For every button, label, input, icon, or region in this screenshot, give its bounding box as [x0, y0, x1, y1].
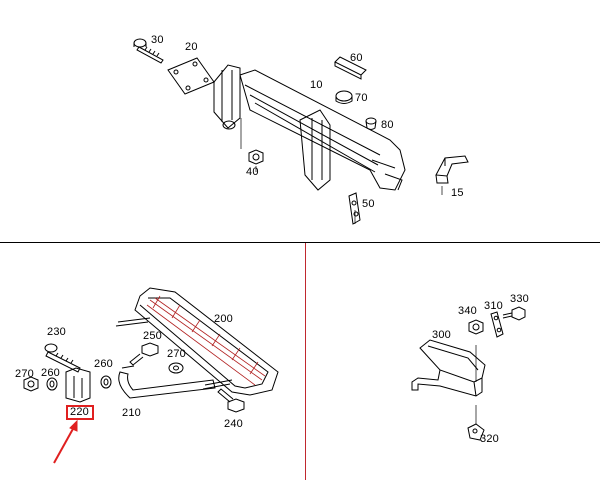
bolt-330-drawing — [502, 306, 526, 321]
cap-80-drawing — [365, 117, 377, 130]
bracket-220-drawing — [65, 367, 91, 403]
washer-340-drawing — [468, 319, 484, 335]
callout-260b: 260 — [94, 358, 113, 370]
bolt-240-drawing — [217, 388, 245, 413]
callout-310: 310 — [484, 300, 503, 312]
bracket-10-drawing — [213, 64, 406, 191]
clip-320-drawing — [467, 423, 485, 441]
callout-230: 230 — [47, 326, 66, 338]
callout-10: 10 — [310, 79, 323, 91]
bracket-15-drawing — [435, 155, 469, 184]
callout-270: 270 — [15, 368, 34, 380]
step-300-drawing — [411, 339, 486, 397]
callout-220-highlight-box — [66, 405, 94, 420]
callout-270b: 270 — [167, 348, 186, 360]
running-board-200-drawing — [115, 287, 279, 396]
callout-20: 20 — [185, 41, 198, 53]
washer-270b-drawing — [168, 362, 184, 374]
horizontal-divider — [0, 242, 600, 243]
washer-260b-drawing — [100, 375, 112, 389]
callout-60: 60 — [350, 52, 363, 64]
callout-220: 220 — [70, 406, 89, 418]
bracket-210-drawing — [118, 365, 216, 399]
bolt-250-drawing — [129, 342, 159, 366]
callout-15: 15 — [451, 187, 464, 199]
plate-20-drawing — [167, 57, 215, 95]
callout-240: 240 — [224, 418, 243, 430]
leader-lines — [240, 118, 477, 424]
callout-330: 330 — [510, 293, 529, 305]
callout-250: 250 — [143, 330, 162, 342]
nut-270-drawing — [23, 376, 39, 392]
clip-50-drawing — [348, 192, 361, 225]
bolt-30-drawing — [133, 38, 164, 64]
callout-50: 50 — [362, 198, 375, 210]
callout-210: 210 — [122, 407, 141, 419]
callout-40: 40 — [246, 166, 259, 178]
highlight-arrow-icon — [53, 419, 78, 464]
vertical-divider — [305, 243, 306, 480]
block-60-drawing — [334, 56, 367, 80]
callout-320: 320 — [480, 433, 499, 445]
clip-310-drawing — [490, 311, 504, 338]
callout-80: 80 — [381, 119, 394, 131]
nut-40-drawing — [248, 149, 264, 165]
callout-70: 70 — [355, 92, 368, 104]
callout-30: 30 — [151, 34, 164, 46]
washer-260-drawing — [46, 377, 58, 391]
callout-260: 260 — [41, 367, 60, 379]
callout-200: 200 — [214, 313, 233, 325]
bolt-230-drawing — [44, 343, 81, 373]
plug-70-drawing — [335, 90, 353, 104]
callout-300: 300 — [432, 329, 451, 341]
callout-340: 340 — [458, 305, 477, 317]
